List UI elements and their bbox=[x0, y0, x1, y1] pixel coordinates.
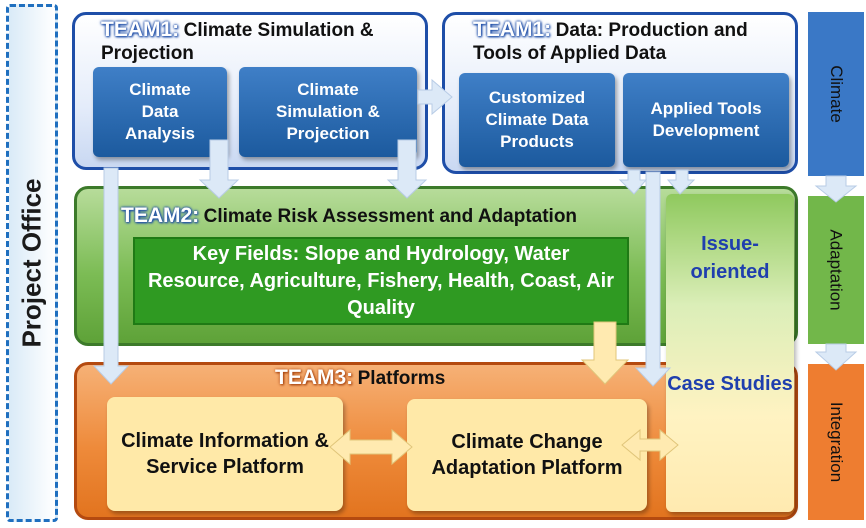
team1-data-panel: TEAM1: Data: Production and Tools of App… bbox=[442, 12, 798, 174]
key-fields-text: Key Fields: Slope and Hydrology, Water R… bbox=[147, 242, 615, 319]
climate-bar: Climate bbox=[808, 12, 864, 176]
team3-title: Platforms bbox=[357, 368, 446, 389]
key-fields-box: Key Fields: Slope and Hydrology, Water R… bbox=[133, 237, 629, 325]
climate-info-platform: Climate Information & Service Platform bbox=[107, 397, 343, 511]
case-studies-label: Case Studies bbox=[667, 373, 793, 395]
applied-tools-label: Applied Tools Development bbox=[650, 99, 762, 140]
climate-info-platform-label: Climate Information & Service Platform bbox=[121, 430, 329, 478]
issue-oriented-label: Issue-oriented bbox=[690, 233, 770, 283]
platform-case-double-arrow bbox=[621, 428, 679, 462]
team1-simulation-panel: TEAM1: Climate Simulation & Projection C… bbox=[72, 12, 428, 170]
team1-data-header: TEAM1: Data: Production and Tools of App… bbox=[473, 19, 773, 66]
team2-title: Climate Risk Assessment and Adaptation bbox=[203, 206, 578, 227]
team2-header: TEAM2: Climate Risk Assessment and Adapt… bbox=[121, 205, 577, 229]
team1-to-data-arrow bbox=[417, 78, 453, 116]
adaptation-platform: Climate Change Adaptation Platform bbox=[407, 399, 647, 511]
team2-to-team3-arrow bbox=[580, 321, 630, 385]
adaptation-bar: Adaptation bbox=[808, 196, 864, 344]
team1-simulation-team-label: TEAM1: bbox=[101, 18, 180, 41]
customized-climate-data-box: Customized Climate Data Products bbox=[459, 73, 615, 167]
applied-tools-fork-arrow-right bbox=[666, 169, 696, 195]
data-analysis-to-team3-arrow bbox=[92, 167, 130, 385]
project-office-panel: Project Office bbox=[6, 4, 58, 522]
simulation-to-team2-arrow bbox=[386, 139, 428, 199]
adaptation-platform-label: Climate Change Adaptation Platform bbox=[431, 431, 623, 479]
climate-simulation-box: Climate Simulation & Projection bbox=[239, 67, 417, 157]
applied-tools-box: Applied Tools Development bbox=[623, 73, 789, 167]
team1-simulation-title: Climate Simulation & Projection bbox=[101, 20, 374, 64]
climate-data-analysis-label: Climate Data Analysis bbox=[125, 80, 195, 143]
integration-bar: Integration bbox=[808, 364, 864, 520]
adaptation-to-integration-arrow bbox=[814, 343, 858, 371]
data-analysis-to-team2-arrow bbox=[198, 139, 240, 199]
climate-data-analysis-box: Climate Data Analysis bbox=[93, 67, 227, 157]
team3-header: TEAM3: Platforms bbox=[275, 367, 445, 391]
team2-panel: TEAM2: Climate Risk Assessment and Adapt… bbox=[74, 186, 798, 346]
team2-team-label: TEAM2: bbox=[121, 204, 200, 227]
climate-to-adaptation-arrow bbox=[814, 175, 858, 203]
team3-team-label: TEAM3: bbox=[275, 366, 354, 389]
applied-tools-to-team3-arrow bbox=[634, 171, 672, 387]
team3-panel: TEAM3: Platforms Climate Information & S… bbox=[74, 362, 798, 520]
team1-data-team-label: TEAM1: bbox=[473, 18, 552, 41]
team1-simulation-header: TEAM1: Climate Simulation & Projection bbox=[101, 19, 431, 66]
customized-climate-data-label: Customized Climate Data Products bbox=[485, 88, 589, 151]
climate-simulation-label: Climate Simulation & Projection bbox=[276, 80, 380, 143]
team1-data-title: Data: Production and Tools of Applied Da… bbox=[473, 20, 748, 64]
applied-tools-fork-arrow-left bbox=[618, 169, 648, 195]
platforms-double-arrow bbox=[329, 428, 413, 466]
case-studies-column: Issue-oriented Case Studies bbox=[666, 194, 794, 512]
